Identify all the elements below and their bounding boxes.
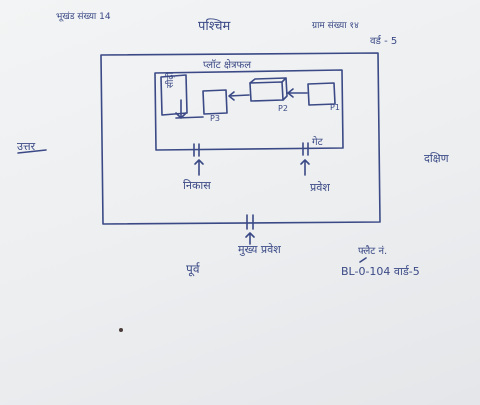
inner-gate-right-label: प्रवेश <box>310 181 330 194</box>
arrow-up-left-gate-icon <box>194 159 204 176</box>
box-p1 <box>307 82 336 106</box>
bottom-right-line1: फ्लैट नं. <box>358 246 388 257</box>
stair-arrow-icon <box>175 99 187 119</box>
top-right-line2: वर्ड - 5 <box>370 36 398 47</box>
top-center-heading: पश्चिम <box>198 19 231 34</box>
outer-plot-boundary <box>100 52 381 225</box>
gate-right-label: गेट <box>312 137 323 148</box>
ink-dot <box>119 328 123 332</box>
inner-gate-right-icon <box>302 142 309 156</box>
main-gate-icon <box>246 214 254 230</box>
p3-label: P3 <box>210 114 220 123</box>
stair-box <box>160 74 188 116</box>
box-p2 <box>249 81 284 102</box>
arrow-up-main-gate-icon <box>245 232 255 245</box>
right-margin-word: दक्षिण <box>424 152 449 165</box>
left-margin-word: उत्तर <box>17 140 36 153</box>
outer-plot-label: प्लॉट क्षेत्रफल <box>203 60 252 71</box>
arrow-p2-to-p3-icon <box>228 91 250 101</box>
p2-label: P2 <box>278 104 288 113</box>
bottom-left-word: पूर्व <box>186 262 200 276</box>
box-p3 <box>202 89 228 115</box>
main-entrance-label: मुख्य प्रवेश <box>238 243 281 256</box>
p3-offset-line <box>175 116 204 119</box>
top-right-line1: ग्राम संख्या १४ <box>312 21 359 31</box>
inner-gate-left-label: निकास <box>183 179 211 192</box>
top-left-note: भूखंड संख्या 14 <box>56 12 111 22</box>
arrow-up-right-gate-icon <box>300 159 310 176</box>
arrow-p1-to-p2-icon <box>287 88 308 98</box>
bottom-right-line2: BL-0-104 वार्ड-5 <box>341 265 420 278</box>
inner-gate-left-icon <box>193 143 200 157</box>
stair-label: सीढ़ी <box>166 72 176 88</box>
p1-label: P1 <box>330 103 340 112</box>
inner-building-boundary <box>154 69 344 151</box>
